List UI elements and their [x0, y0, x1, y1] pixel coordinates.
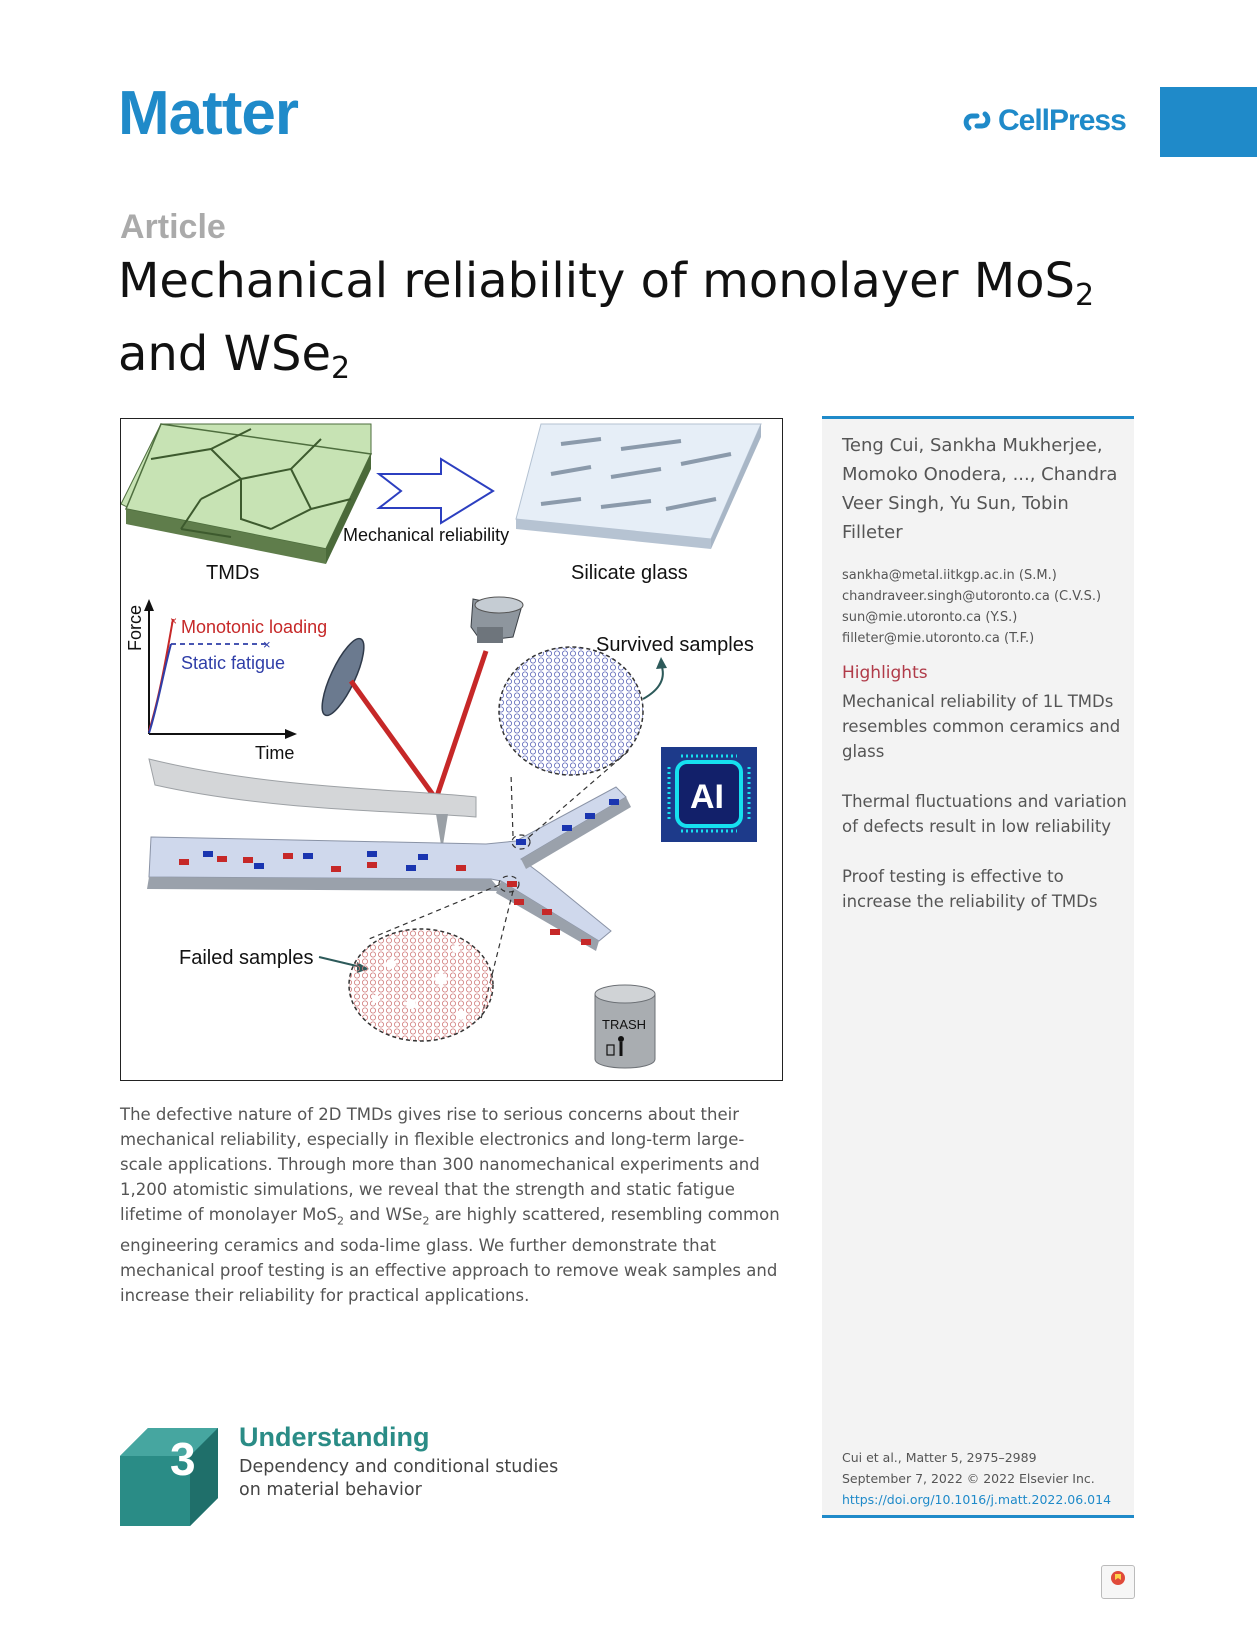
abstract-text-3: are highly scattered, resembling common … — [120, 1205, 780, 1306]
cantilever — [148, 758, 477, 851]
level-number: 3 — [170, 1433, 196, 1485]
abstract: The defective nature of 2D TMDs gives ri… — [120, 1102, 780, 1308]
survived-samples-label: Survived samples — [596, 634, 754, 656]
laser-setup — [321, 596, 524, 801]
title-sub-1: 2 — [1074, 278, 1095, 313]
glass-slab — [515, 423, 762, 549]
crossmark-icon — [1111, 1571, 1125, 1585]
monotonic-label: Monotonic loading — [181, 617, 327, 637]
email-link[interactable]: chandraveer.singh@utoronto.ca (C.V.S.) — [842, 589, 1102, 604]
static-fatigue-label: Static fatigue — [181, 653, 285, 673]
abstract-sub-2: 2 — [422, 1214, 430, 1228]
check-for-updates-button[interactable] — [1101, 1565, 1135, 1599]
highlight-item: Mechanical reliability of 1L TMDs resemb… — [842, 692, 1121, 761]
axis-force-label: Force — [125, 605, 145, 651]
cellpress-icon — [963, 111, 991, 131]
email-list: sankha@metal.iitkgp.ac.in (S.M.) chandra… — [842, 565, 1132, 649]
journal-logo: Matter — [118, 79, 299, 148]
failed-membrane — [318, 928, 494, 1042]
email-link[interactable]: sun@mie.utoronto.ca (Y.S.) — [842, 610, 1018, 625]
tmds-label: TMDs — [206, 562, 259, 584]
citation-date: September 7, 2022 © 2022 Elsevier Inc. — [842, 1471, 1095, 1486]
level-description: Dependency and conditional studies on ma… — [239, 1457, 559, 1500]
graphical-abstract: Mechanical reliability TMDs Silicate gla… — [120, 418, 783, 1081]
highlights-list: Mechanical reliability of 1L TMDs resemb… — [842, 689, 1127, 939]
force-time-plot: × × — [144, 599, 297, 739]
publisher-logo: CellPress — [962, 104, 1127, 138]
section-tab — [1160, 87, 1257, 157]
tmd-slab — [121, 423, 373, 564]
highlight-item: Proof testing is effective to increase t… — [842, 867, 1098, 911]
reliability-arrow — [376, 457, 495, 525]
article-type: Article — [120, 208, 226, 246]
trash-icon — [594, 984, 656, 1069]
highlight-item: Thermal fluctuations and variation of de… — [842, 792, 1127, 836]
publisher-name: CellPress — [998, 104, 1127, 137]
highlights-heading: Highlights — [842, 663, 928, 683]
title-text-2: and WSe — [118, 326, 332, 382]
sorting-channel — [147, 786, 631, 951]
silicate-glass-label: Silicate glass — [571, 562, 688, 584]
citation-block: Cui et al., Matter 5, 2975–2989 Septembe… — [842, 1447, 1132, 1510]
author-list: Teng Cui, Sankha Mukherjee, Momoko Onode… — [842, 435, 1118, 543]
sample-flags — [179, 799, 619, 945]
trash-label: TRASH — [602, 1017, 646, 1032]
mechanical-reliability-label: Mechanical reliability — [343, 525, 509, 545]
abstract-text-1: The defective nature of 2D TMDs gives ri… — [120, 1105, 760, 1224]
svg-text:×: × — [263, 637, 271, 652]
abstract-text-2: and WSe — [343, 1205, 423, 1224]
abstract-sub-1: 2 — [336, 1214, 344, 1228]
ai-label: AI — [690, 778, 724, 816]
doi-link[interactable]: https://doi.org/10.1016/j.matt.2022.06.0… — [842, 1492, 1112, 1507]
title-sub-2: 2 — [331, 351, 351, 386]
level-cube-icon — [120, 1428, 218, 1526]
failed-samples-label: Failed samples — [179, 947, 314, 969]
email-link[interactable]: sankha@metal.iitkgp.ac.in (S.M.) — [842, 568, 1057, 583]
survived-membrane — [498, 646, 667, 776]
axis-time-label: Time — [255, 743, 294, 763]
level-name: Understanding — [239, 1422, 430, 1452]
info-sidebar: Teng Cui, Sankha Mukherjee, Momoko Onode… — [822, 416, 1134, 1518]
svg-text:×: × — [170, 614, 177, 628]
email-link[interactable]: filleter@mie.utoronto.ca (T.F.) — [842, 631, 1035, 646]
citation-line: Cui et al., Matter 5, 2975–2989 — [842, 1450, 1037, 1465]
ai-chip-icon — [661, 747, 757, 842]
title-text-1: Mechanical reliability of monolayer MoS — [118, 253, 1075, 309]
page-title: Mechanical reliability of monolayer MoS2… — [118, 252, 1158, 398]
